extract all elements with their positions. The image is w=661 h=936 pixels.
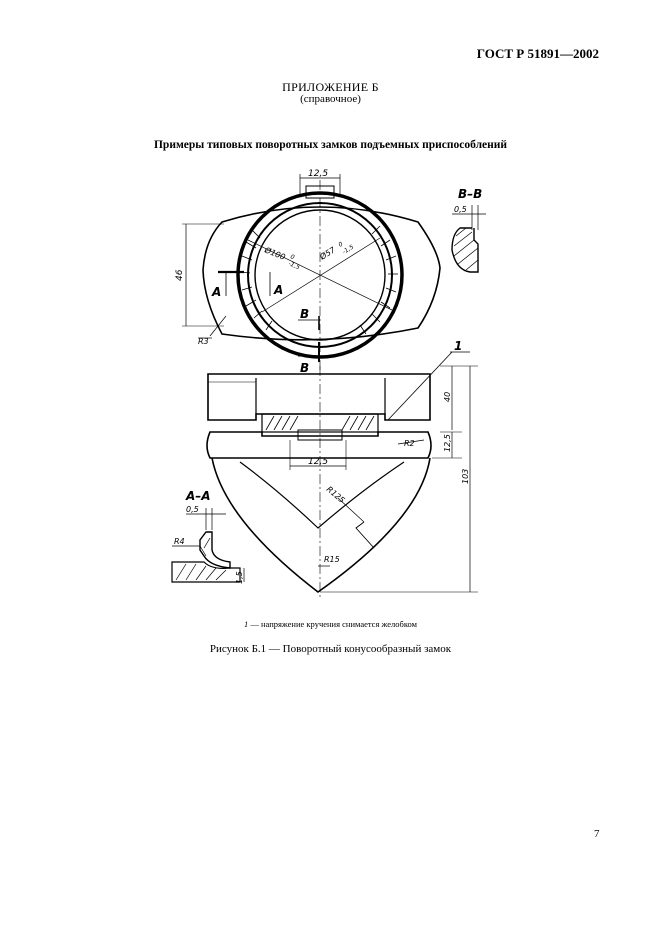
radius-r15: R15 bbox=[324, 555, 340, 564]
leader-1: 1 bbox=[454, 339, 462, 353]
dim-d100-tol-up: 0 bbox=[289, 253, 295, 261]
radius-r2: R2 bbox=[404, 439, 415, 448]
section-aa-label: А–А bbox=[185, 489, 211, 503]
arrow-a-right: А bbox=[273, 283, 283, 297]
radius-r125: R125 bbox=[325, 485, 347, 505]
figure-caption: Рисунок Б.1 — Поворотный конусообразный … bbox=[209, 643, 452, 655]
note-text: — напряжение кручения снимается желобком bbox=[248, 619, 418, 629]
dim-15: 1,5 bbox=[235, 571, 244, 584]
dim-d100: Ø100 bbox=[262, 244, 287, 262]
top-slot bbox=[305, 185, 335, 199]
inner-bore bbox=[254, 209, 386, 341]
section-bb bbox=[451, 205, 486, 273]
diameter-line-2 bbox=[261, 237, 381, 313]
arrow-b-bottom: В bbox=[300, 361, 309, 375]
arrow-b-top: В bbox=[300, 307, 309, 321]
annex-title: ПРИЛОЖЕНИЕ Б bbox=[282, 80, 379, 94]
ring-hatching bbox=[239, 225, 398, 335]
radius-r3: R3 bbox=[198, 337, 209, 346]
dim-aa: 0,5 bbox=[186, 505, 199, 514]
dim-d57-tol-up: 0 bbox=[337, 241, 344, 249]
dim-d100-tol-dn: -1,5 bbox=[287, 260, 301, 271]
front-cone bbox=[211, 457, 431, 593]
dim-top-width: 12,5 bbox=[308, 169, 328, 179]
dim-40: 40 bbox=[443, 392, 452, 402]
dim-bb: 0,5 bbox=[454, 205, 467, 214]
section-bb-label: В–В bbox=[458, 187, 482, 201]
diameter-line-1 bbox=[247, 239, 393, 311]
arrow-a-left: А bbox=[211, 285, 221, 299]
dim-103: 103 bbox=[461, 469, 470, 484]
page-number: 7 bbox=[594, 828, 600, 840]
document-number: ГОСТ Р 51891—2002 bbox=[476, 46, 599, 61]
dim-height-left: 46 bbox=[175, 269, 185, 281]
section-aa bbox=[171, 508, 245, 583]
annex-subtitle: (справочное) bbox=[300, 93, 361, 105]
section-title: Примеры типовых поворотных замков подъем… bbox=[153, 139, 508, 151]
radius-r4: R4 bbox=[174, 537, 185, 546]
note-number: 1 bbox=[243, 619, 249, 629]
front-view bbox=[206, 351, 478, 600]
figure-note: 1 — напряжение кручения снимается желобк… bbox=[0, 619, 661, 629]
dim-125-bottom: 12,5 bbox=[308, 457, 328, 467]
top-view bbox=[182, 174, 441, 370]
front-flange bbox=[206, 431, 432, 459]
front-upper-block bbox=[207, 373, 431, 421]
dim-125-right: 12,5 bbox=[443, 434, 452, 452]
